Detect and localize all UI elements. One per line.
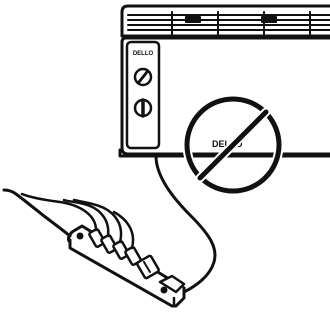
heater-grille — [128, 12, 330, 34]
power-knob — [135, 100, 151, 116]
brand-label-panel: DELLO — [133, 51, 154, 57]
prohibition-icon — [187, 99, 279, 191]
thermostat-knob — [135, 69, 151, 85]
control-panel — [127, 42, 159, 148]
power-strip-cord — [4, 190, 70, 236]
power-strip — [4, 190, 184, 306]
